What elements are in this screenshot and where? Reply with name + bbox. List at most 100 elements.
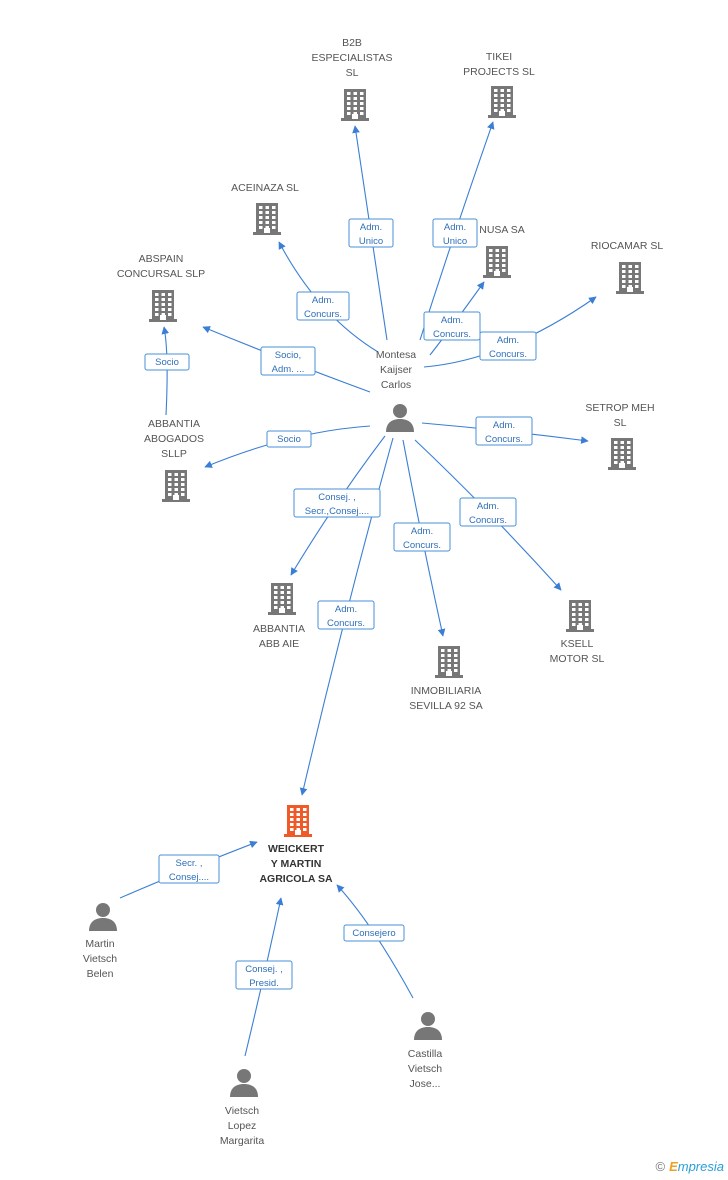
edge-label-text: Consej....	[169, 872, 209, 883]
edge-label-abbantia_sllp-to-abspain[interactable]: Socio	[144, 353, 190, 371]
building-icon	[253, 203, 281, 235]
node-aceinaza[interactable]: ACEINAZA SL	[231, 182, 299, 235]
edge-label-text: Concurs.	[433, 329, 471, 340]
node-label-line: Jose...	[410, 1078, 441, 1090]
edge-label-text: Concurs.	[327, 618, 365, 629]
empresia-credit[interactable]: ©Empresia	[655, 1159, 724, 1174]
edge-label-montesa-to-aceinaza[interactable]: Adm. Concurs.	[296, 291, 350, 321]
edge-label-montesa-to-tikei[interactable]: Adm. Unico	[432, 218, 478, 248]
edge-label-text: Adm.	[497, 335, 519, 346]
node-label-line: ABBANTIA	[253, 623, 305, 635]
edge-label-text: Adm.	[441, 315, 463, 326]
edge-label-text: Concurs.	[469, 515, 507, 526]
building-icon	[566, 600, 594, 632]
edge-label-text: Secr. ,	[176, 858, 203, 869]
node-tikei[interactable]: TIKEI PROJECTS SL	[463, 51, 535, 118]
edge-label-montesa-to-inmobiliaria[interactable]: Adm. Concurs.	[393, 522, 451, 552]
node-castilla[interactable]: CastillaVietschJose...	[408, 1012, 443, 1090]
brand-name: mpresia	[677, 1159, 724, 1174]
edge-label-montesa-to-nusa[interactable]: Adm. Concurs.	[423, 311, 481, 341]
node-label-line: ABBANTIA	[148, 418, 200, 430]
node-label-line: SETROP MEH	[585, 402, 654, 414]
node-label-line: RIOCAMAR SL	[591, 240, 664, 252]
edge-label-text: Consej. ,	[318, 492, 356, 503]
edge-label-montesa-to-b2b[interactable]: Adm. Unico	[348, 218, 394, 248]
node-label-line: ACEINAZA SL	[231, 182, 299, 194]
edge-label-text: Unico	[359, 236, 383, 247]
edge-label-montesa-to-abspain[interactable]: Socio,Adm. ...	[260, 346, 316, 376]
node-label-line: Martin	[85, 938, 114, 950]
building-icon	[483, 246, 511, 278]
node-label-line: ABB AIE	[259, 638, 299, 650]
edge-label-text: Concurs.	[403, 540, 441, 551]
person-icon	[414, 1012, 442, 1040]
node-label-line: SL	[614, 417, 627, 429]
node-label-line: WEICKERT	[268, 843, 325, 855]
node-label-line: TIKEI	[486, 51, 512, 63]
node-label-line: Belen	[87, 968, 114, 980]
edge-label-text: Secr.,Consej....	[305, 506, 369, 517]
node-weickert[interactable]: WEICKERT Y MARTIN AGRICOLA SA	[259, 805, 333, 885]
edge-label-text: Adm.	[411, 526, 433, 537]
edge-label-text: Adm.	[312, 295, 334, 306]
building-icon	[268, 583, 296, 615]
edge-label-text: Concurs.	[304, 309, 342, 320]
node-riocamar[interactable]: RIOCAMAR SL	[591, 240, 664, 294]
edge-label-vietsch-to-weickert[interactable]: Consej. ,Presid.	[235, 960, 293, 990]
edge-label-montesa-to-abbantia_sllp[interactable]: Socio	[266, 430, 312, 448]
edge-label-montesa-to-weickert[interactable]: Adm.Concurs.	[317, 600, 375, 630]
person-icon	[230, 1069, 258, 1097]
person-icon	[89, 903, 117, 931]
node-label-line: Castilla	[408, 1048, 443, 1060]
edge-label-text: Adm.	[444, 222, 466, 233]
building-icon	[608, 438, 636, 470]
edge-abbantia_sllp-to-abspain	[161, 326, 170, 416]
edge-label-castilla-to-weickert[interactable]: Consejero	[343, 924, 405, 942]
edge-label-text: Concurs.	[485, 434, 523, 445]
building-icon	[284, 805, 312, 837]
node-label-line: Carlos	[381, 379, 411, 391]
node-abbantia_aie[interactable]: ABBANTIA ABB AIE	[253, 583, 305, 650]
building-icon	[162, 470, 190, 502]
node-label-line: PROJECTS SL	[463, 66, 535, 78]
building-icon	[488, 86, 516, 118]
node-label-line: Vietsch	[225, 1105, 259, 1117]
edge-label-text: Adm.	[493, 420, 515, 431]
node-label-line: B2B	[342, 37, 362, 49]
node-label-line: Vietsch	[83, 953, 117, 965]
node-label-line: ABOGADOS	[144, 433, 204, 445]
copyright-symbol: ©	[655, 1159, 666, 1174]
node-label-line: Y MARTIN	[271, 858, 322, 870]
node-label-line: AGRICOLA SA	[259, 873, 333, 885]
node-label-line: SL	[346, 67, 359, 79]
node-label-line: MOTOR SL	[550, 653, 605, 665]
node-setrop[interactable]: SETROP MEH SL	[585, 402, 655, 470]
edge-label-montesa-to-ksell[interactable]: Adm. Concurs.	[459, 497, 517, 527]
node-label-line: SLLP	[161, 448, 187, 460]
edge-label-montesa-to-abbantia_aie[interactable]: Consej. , Secr.,Consej....	[293, 488, 381, 518]
edge-label-martin-to-weickert[interactable]: Secr. , Consej....	[158, 854, 220, 884]
edge-label-montesa-to-riocamar[interactable]: Adm.Concurs.	[479, 331, 537, 361]
edge-label-montesa-to-setrop[interactable]: Adm. Concurs.	[475, 416, 533, 446]
edge-label-text: Socio,	[275, 350, 301, 361]
edge-label-text: Adm.	[360, 222, 382, 233]
building-icon	[341, 89, 369, 121]
edge-label-text: Consejero	[352, 928, 395, 939]
node-label-line: NUSA SA	[479, 224, 525, 236]
node-abbantia_sllp[interactable]: ABBANTIA ABOGADOS SLLP	[144, 418, 204, 502]
building-icon	[616, 262, 644, 294]
edge-label-text: Unico	[443, 236, 467, 247]
node-label-line: Lopez	[228, 1120, 257, 1132]
node-nusa[interactable]: NUSA SA	[479, 224, 525, 278]
edge-label-text: Adm.	[477, 501, 499, 512]
node-label-line: SEVILLA 92 SA	[409, 700, 483, 712]
edge-label-text: Consej. ,	[245, 964, 283, 975]
node-label-line: ABSPAIN	[139, 253, 184, 265]
